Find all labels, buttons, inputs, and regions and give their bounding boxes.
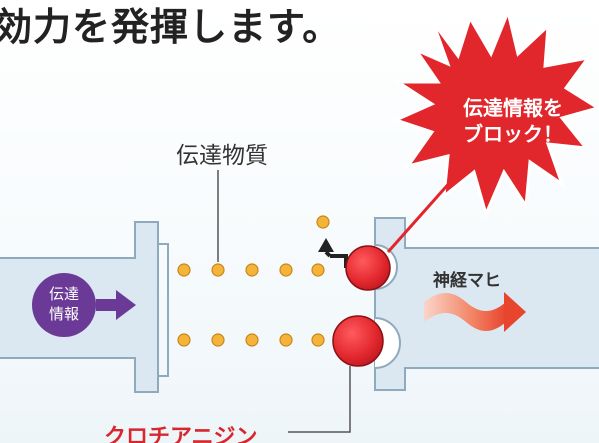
headline: 効力を発揮します。: [0, 5, 342, 49]
burst-shape: [391, 7, 599, 219]
transmitter-dot: [211, 333, 225, 347]
transmitter-dot: [177, 263, 191, 277]
right-arrow-icon: [96, 290, 136, 320]
transmitter-dot: [279, 263, 293, 277]
burst-label-line2: ブロック！: [463, 122, 563, 146]
bent-up-arrow-icon: [318, 238, 348, 268]
wavy-right-arrow-icon: [424, 292, 526, 332]
burst-label: 伝達情報を ブロック！: [448, 95, 578, 147]
transmitter-row-bottom: [177, 333, 325, 347]
transmitter-dot: [311, 263, 325, 277]
transmitter-dot: [311, 333, 325, 347]
transmitter-dot: [279, 333, 293, 347]
chemical-leader-line: [288, 366, 351, 433]
transmitter-label: 伝達物質: [176, 143, 268, 169]
clothianidin-molecule-top: [345, 245, 391, 291]
bounced-transmitter-dot: [316, 215, 330, 229]
transmitter-dot: [211, 263, 225, 277]
transmitter-dot: [245, 263, 259, 277]
presynaptic-gap-lip: [158, 243, 169, 377]
transmitter-dot: [177, 333, 191, 347]
signal-label: 伝達 情報: [34, 284, 94, 324]
paralysis-label: 神経マヒ: [433, 271, 501, 291]
transmitter-dot: [245, 333, 259, 347]
postsynaptic-membrane: [374, 217, 599, 391]
burst-pointer-line: [386, 179, 454, 253]
transmitter-row-top: [177, 263, 325, 277]
signal-label-line1: 伝達: [48, 285, 79, 303]
chemical-label: クロチアニジン: [104, 425, 258, 443]
burst-label-line1: 伝達情報を: [463, 96, 563, 120]
signal-circle: [32, 273, 96, 337]
clothianidin-molecule-bottom: [332, 315, 384, 367]
signal-label-line2: 情報: [48, 305, 79, 323]
